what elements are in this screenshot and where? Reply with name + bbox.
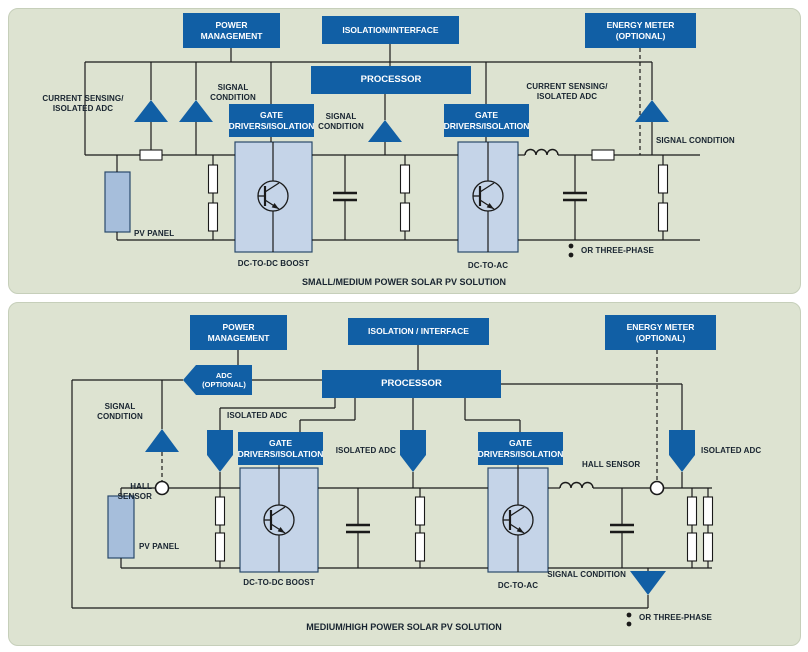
current-sensing-label: CURRENT SENSING/ ISOLATED ADC [42,94,124,113]
capacitor-icon [333,191,587,202]
signal-condition-amp-icon [179,100,213,122]
signal-condition-label: SIGNAL CONDITION [318,112,364,131]
bottom-panel-caption: MEDIUM/HIGH POWER SOLAR PV SOLUTION [306,622,502,632]
processor-box: PROCESSOR [322,370,501,398]
bottom-panel-circuit [71,345,714,627]
gate-drivers-box: GATE DRIVERS/ISOLATION [229,104,314,137]
pv-panel [107,495,135,559]
isolation-interface-box: ISOLATION/INTERFACE [322,16,459,44]
shunt-resistor-icon [591,149,615,161]
signal-condition-amp-icon [368,120,402,142]
dc-to-ac-label: DC-TO-AC [497,581,539,590]
resistor-icon [214,496,714,562]
power-management-box: POWER MANAGEMENT [190,315,287,350]
current-sensing-adc-icon [635,100,669,122]
isolation-interface-box: ISOLATION / INTERFACE [348,318,489,345]
signal-condition-label: SIGNAL CONDITION [97,402,143,421]
hall-sensor-icon [649,480,665,496]
energy-meter-box: ENERGY METER (OPTIONAL) [585,13,696,48]
shunt-resistor-icon [139,149,163,161]
current-sensing-adc-icon [134,100,168,122]
isolated-adc-icon [207,430,233,472]
resistor-icon [207,164,669,232]
pv-panel [104,171,131,233]
adc-optional-box [183,365,252,395]
signal-condition-label: SIGNAL CONDITION [210,83,256,102]
isolated-adc-icon [669,430,695,472]
dc-to-dc-boost-label: DC-TO-DC BOOST [243,578,315,587]
current-sensing-label: CURRENT SENSING/ ISOLATED ADC [526,82,608,101]
hall-sensor-label: HALL SENSOR [582,460,641,469]
gate-drivers-box: GATE DRIVERS/ISOLATION [238,432,323,465]
pv-panel-label: PV PANEL [134,229,175,238]
gate-drivers-box: GATE DRIVERS/ISOLATION [478,432,563,465]
top-panel-circuit [84,44,700,258]
inductor-icon [524,148,559,156]
inductor-icon [559,481,594,489]
hall-sensor-label: HALL SENSOR [117,482,152,501]
isolated-adc-label: ISOLATED ADC [701,446,762,455]
or-three-phase-label: OR THREE-PHASE [581,246,654,255]
adc-optional-box-label: ADC (OPTIONAL) [202,371,246,389]
pv-panel-label: PV PANEL [139,542,180,551]
isolated-adc-icon [400,430,426,472]
signal-condition-label: SIGNAL CONDITION [656,136,735,145]
top-panel-caption: SMALL/MEDIUM POWER SOLAR PV SOLUTION [302,277,506,287]
signal-condition-label: SIGNAL CONDITION [547,570,626,579]
dc-to-dc-boost-label: DC-TO-DC BOOST [237,259,310,268]
hall-sensor-icon [154,480,170,496]
wires-bottom [71,345,712,609]
or-three-phase-label: OR THREE-PHASE [639,613,712,622]
processor-box: PROCESSOR [311,66,471,94]
bottom-panel-background [8,302,801,646]
capacitor-icon [346,523,634,534]
three-phase-dots [568,243,574,258]
signal-condition-amp-icon [630,571,666,595]
isolated-adc-label: ISOLATED ADC [335,446,396,455]
isolated-adc-label: ISOLATED ADC [227,411,288,420]
dc-to-ac-label: DC-TO-AC [467,261,509,270]
three-phase-dots [626,612,632,627]
gate-drivers-box: GATE DRIVERS/ISOLATION [444,104,529,137]
power-management-box: POWER MANAGEMENT [183,13,280,48]
signal-condition-amp-icon [145,429,179,452]
energy-meter-box: ENERGY METER (OPTIONAL) [605,315,716,350]
